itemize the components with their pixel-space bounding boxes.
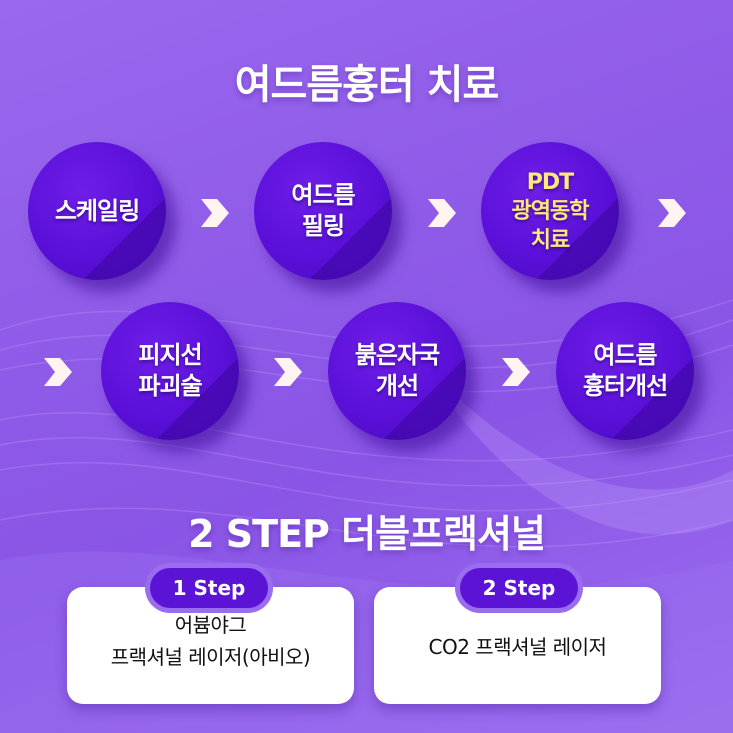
arrow-icon [40, 355, 74, 389]
step-circle-scar: 여드름 흉터개선 [556, 302, 694, 440]
step-label: 여드름 흉터개선 [582, 341, 668, 400]
arrow-icon [270, 355, 304, 389]
arrow-icon [197, 196, 231, 230]
step-circle-pdt: PDT 광역동학 치료 [481, 142, 619, 280]
step-circle-scaling: 스케일링 [28, 142, 166, 280]
step-label: 여드름 필링 [291, 181, 355, 240]
step-card-2: CO2 프랙셔널 레이저 [374, 587, 661, 704]
step-label-highlight: PDT 광역동학 치료 [511, 169, 590, 253]
step-circle-sebaceous: 피지선 파괴술 [101, 302, 239, 440]
step-card-text: 어븀야그 프랙셔널 레이저(아비오) [110, 613, 311, 669]
sub-title: 2 STEP 더블프랙셔널 [188, 512, 546, 556]
arrow-icon [654, 196, 688, 230]
arrow-icon [424, 196, 458, 230]
step-circle-redness: 붉은자국 개선 [328, 302, 466, 440]
step-circle-acne-peeling: 여드름 필링 [254, 142, 392, 280]
step-card-text: CO2 프랙셔널 레이저 [428, 635, 607, 659]
step-pill-2: 2 Step [460, 568, 578, 608]
step-label: 붉은자국 개선 [354, 341, 440, 400]
step-pill-1: 1 Step [150, 568, 268, 608]
step-label: 스케일링 [54, 196, 140, 225]
main-title: 여드름흉터 치료 [234, 62, 500, 108]
step-label: 피지선 파괴술 [138, 341, 202, 400]
arrow-icon [498, 355, 532, 389]
